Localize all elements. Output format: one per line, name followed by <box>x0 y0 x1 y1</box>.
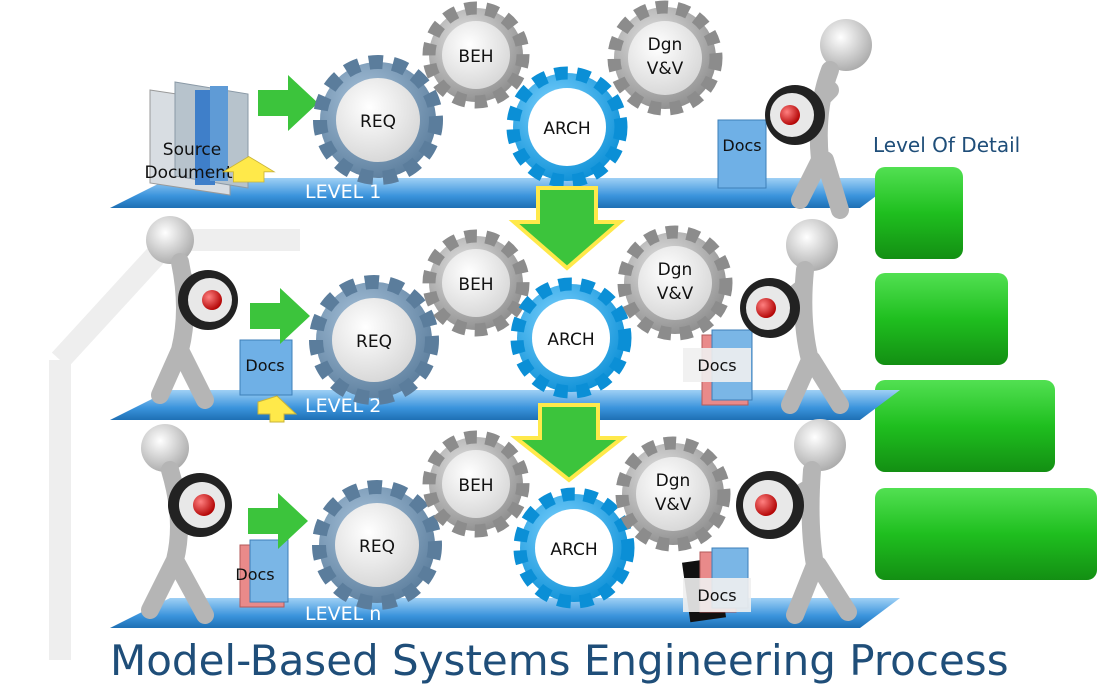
dgn-label-line2: V&V <box>657 284 694 304</box>
level-of-detail-bars <box>875 167 1097 580</box>
stick-figure-right-icon <box>736 419 857 624</box>
stick-figure-left-icon <box>141 424 232 624</box>
req-label: REQ <box>359 537 395 557</box>
beh-label: BEH <box>458 47 493 67</box>
dgn-label-line1: Dgn <box>656 471 691 491</box>
detail-bar-level-n <box>875 488 1097 580</box>
req-label: REQ <box>360 112 396 132</box>
arch-label: ARCH <box>547 330 594 350</box>
arch-gear-icon <box>510 277 632 399</box>
docs-book-icon <box>717 119 767 189</box>
req-gear-icon <box>312 480 442 610</box>
level-1-row: LEVEL 1 Source Documents REQ BEH A <box>110 0 900 271</box>
level-2-row: LEVEL 2 Docs REQ BEH ARCH <box>110 216 900 483</box>
green-right-arrow-icon <box>258 75 318 131</box>
green-right-arrow-icon <box>250 288 310 344</box>
beh-gear-icon <box>422 430 530 538</box>
level-1-platform <box>110 178 900 208</box>
yellow-up-arrow-icon <box>221 156 276 183</box>
level-n-platform <box>110 598 900 628</box>
beh-label: BEH <box>458 275 493 295</box>
dgn-vv-gear-icon <box>607 0 723 116</box>
arch-label: ARCH <box>550 540 597 560</box>
req-label: REQ <box>356 332 392 352</box>
level-2-docs-in-label: Docs <box>245 356 284 375</box>
level-1-label: LEVEL 1 <box>305 181 381 203</box>
req-gear-icon <box>309 275 439 405</box>
green-down-arrow-icon <box>510 403 628 483</box>
detail-bar-level-1 <box>875 167 963 259</box>
dgn-label-line2: V&V <box>655 495 692 515</box>
arch-gear-icon <box>513 487 635 609</box>
arch-gear-icon <box>506 66 628 188</box>
dgn-vv-gear-icon <box>615 436 731 552</box>
beh-label: BEH <box>458 476 493 496</box>
docs-in-book-stack-icon <box>239 539 289 608</box>
level-2-label: LEVEL 2 <box>305 395 381 417</box>
beh-gear-icon <box>422 229 530 337</box>
req-gear-icon <box>313 55 443 185</box>
stick-figure-right-icon <box>740 219 849 414</box>
dgn-vv-gear-icon <box>617 225 733 341</box>
source-label-line1: Source <box>163 140 221 160</box>
green-down-arrow-icon <box>508 186 626 271</box>
level-n-row: LEVEL n Docs REQ BEH ARCH <box>110 419 900 628</box>
detail-bar-level-3 <box>875 380 1055 472</box>
level-n-docs-out-label: Docs <box>697 586 736 605</box>
level-1-docs-out-label: Docs <box>722 136 761 155</box>
dgn-label-line1: Dgn <box>648 35 683 55</box>
stick-figure-icon <box>765 19 872 219</box>
source-label-line2: Documents <box>145 163 242 183</box>
level-2-docs-out-label: Docs <box>697 356 736 375</box>
diagram-title: Model-Based Systems Engineering Process <box>110 636 1009 685</box>
source-documents-stack-icon <box>149 81 249 196</box>
arch-label: ARCH <box>543 119 590 139</box>
level-n-docs-in-label: Docs <box>235 565 274 584</box>
docs-in-book-icon <box>239 339 293 396</box>
beh-gear-icon <box>422 1 530 109</box>
level-n-label: LEVEL n <box>305 603 381 625</box>
dgn-label-line1: Dgn <box>658 260 693 280</box>
docs-out-book-stack-icon <box>683 329 753 406</box>
docs-out-book-stack-icon <box>681 547 751 623</box>
green-right-arrow-icon <box>248 493 308 549</box>
detail-bar-level-2 <box>875 273 1008 365</box>
yellow-up-arrow-icon <box>257 395 298 423</box>
dgn-label-line2: V&V <box>647 59 684 79</box>
level-of-detail-label: Level Of Detail <box>873 133 1020 157</box>
stick-figure-left-icon <box>146 216 238 409</box>
